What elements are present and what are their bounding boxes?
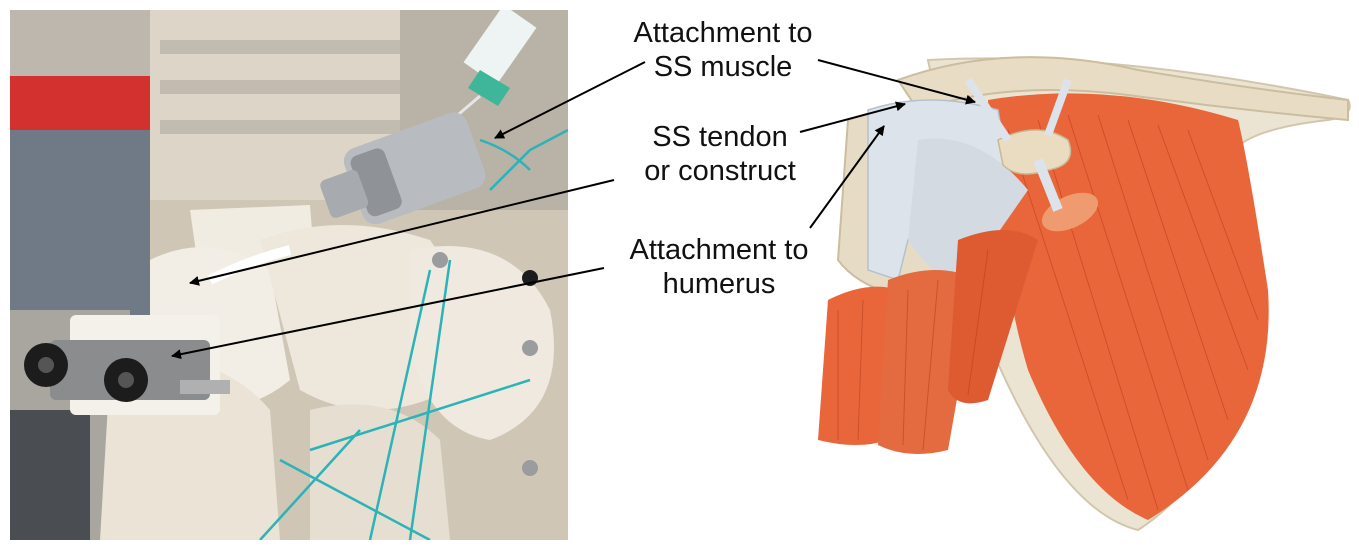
label-attachment-ss-muscle-line2: SS muscle [653, 51, 793, 83]
label-ss-tendon-line2: or construct [644, 155, 796, 187]
rig-photo [10, 10, 568, 540]
label-attachment-humerus-line1: Attachment to [629, 234, 809, 266]
label-ss-tendon: SS tendon or construct [620, 120, 820, 188]
label-attachment-ss-muscle-line1: Attachment to [633, 17, 813, 49]
label-attachment-ss-muscle: Attachment to SS muscle [618, 16, 828, 84]
label-attachment-humerus-line2: humerus [662, 268, 776, 300]
label-ss-tendon-line1: SS tendon [652, 121, 788, 153]
shoulder-anatomy-illustration [808, 40, 1356, 550]
label-attachment-humerus: Attachment to humerus [612, 233, 826, 301]
